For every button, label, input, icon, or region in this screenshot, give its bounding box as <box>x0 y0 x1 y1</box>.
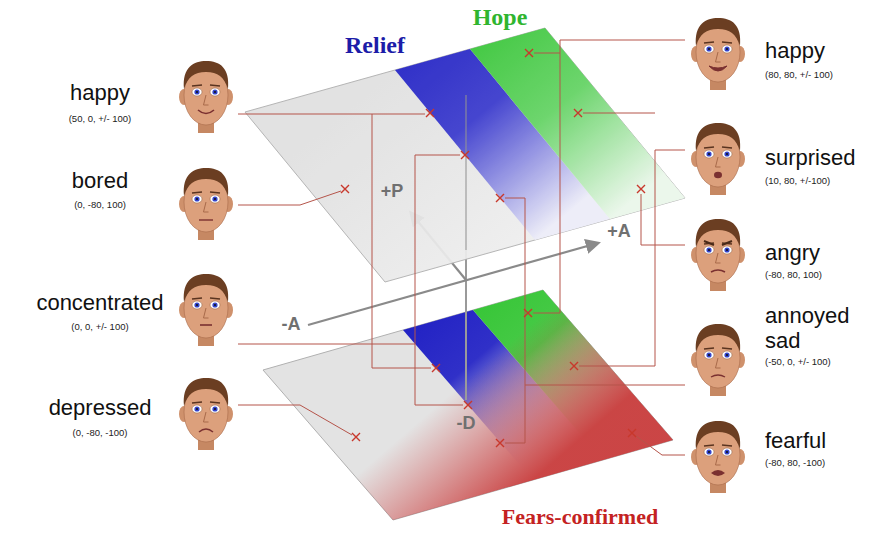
face-head <box>691 219 745 291</box>
fears-confirmed-region <box>263 290 673 520</box>
point-marker <box>637 185 645 193</box>
face-mouth <box>199 429 213 432</box>
leader-line <box>238 191 341 205</box>
point-markers <box>341 49 645 447</box>
face-illustration <box>179 61 233 133</box>
leader-line <box>641 194 685 245</box>
face-head <box>179 274 233 346</box>
point-marker <box>570 362 578 370</box>
upper-plane <box>245 28 685 282</box>
face-mouth <box>711 470 725 476</box>
axis-label: -A <box>275 314 307 335</box>
point-marker <box>432 364 440 372</box>
emotion-label: fearful <box>765 428 865 453</box>
region-label: Fears-confirmed <box>470 504 690 529</box>
point-marker <box>525 49 533 57</box>
dominance-axis <box>465 95 467 400</box>
emotion-label: happy <box>765 38 865 63</box>
face-illustration <box>691 123 745 195</box>
face-head <box>691 18 745 90</box>
region-label: Relief <box>325 32 425 60</box>
face-mouth <box>711 375 725 377</box>
leader-line <box>372 114 425 115</box>
point-marker <box>352 433 360 441</box>
face-illustration <box>691 219 745 291</box>
hope-band <box>470 28 685 219</box>
leader-line <box>415 344 463 405</box>
face-mouth <box>198 110 214 114</box>
face-head <box>691 421 745 493</box>
face-head <box>691 324 745 396</box>
pad-coordinates: (-80, 80, -100) <box>765 458 865 469</box>
plane-surface <box>263 290 673 520</box>
face-brows <box>704 241 732 245</box>
face-mouth <box>714 172 722 178</box>
plane-surface <box>245 28 685 282</box>
leader-line <box>238 114 431 368</box>
leader-line <box>505 385 525 443</box>
face-mouth <box>711 270 725 272</box>
point-marker <box>426 109 434 117</box>
face-head <box>179 168 233 240</box>
region-label: Hope <box>450 4 550 32</box>
face-illustration <box>179 378 233 450</box>
emotion-label: angry <box>765 240 865 265</box>
point-marker <box>496 194 504 202</box>
face-mouth <box>709 66 727 71</box>
emotion-label: happy <box>25 80 175 105</box>
face-illustration <box>691 18 745 90</box>
axis-label: +P <box>376 181 408 202</box>
pad-coordinates: (80, 80, +/- 100) <box>765 70 865 81</box>
point-marker <box>628 429 636 437</box>
point-marker <box>461 151 469 159</box>
leader-line <box>238 405 352 435</box>
axis-label: +A <box>603 221 635 242</box>
pad-coordinates: (-80, 80, 100) <box>765 270 865 281</box>
face-illustration <box>179 168 233 240</box>
face-head <box>179 378 233 450</box>
leader-line <box>505 198 685 385</box>
dominance-axis <box>465 95 467 250</box>
point-marker <box>524 309 532 317</box>
point-marker <box>574 109 582 117</box>
pad-coordinates: (50, 0, +/- 100) <box>25 114 175 125</box>
face-mouth <box>199 219 213 220</box>
pad-coordinates: (0, -80, -100) <box>25 428 175 439</box>
emotion-label: annoyed sad <box>765 303 865 354</box>
emotion-label: surprised <box>765 145 865 170</box>
pad-coordinates: (-50, 0, +/- 100) <box>765 357 865 368</box>
lower-plane <box>263 290 673 520</box>
face-mouth <box>200 324 212 326</box>
face-head <box>179 61 233 133</box>
axis-label: -D <box>450 413 482 434</box>
leader-line <box>583 113 655 114</box>
leader-line <box>636 436 685 455</box>
point-marker <box>341 185 349 193</box>
leader-line <box>534 53 560 54</box>
face-illustration <box>691 421 745 493</box>
leader-line <box>533 40 685 313</box>
pad-coordinates: (0, -80, 100) <box>25 200 175 211</box>
emotion-label: bored <box>25 168 175 193</box>
leader-line <box>238 155 460 344</box>
face-head <box>691 123 745 195</box>
point-marker <box>496 439 504 447</box>
leader-lines <box>238 40 685 455</box>
emotion-label: depressed <box>25 395 175 420</box>
emotion-label: concentrated <box>25 290 175 315</box>
pad-coordinates: (10, 80, +/-100) <box>765 176 865 187</box>
face-illustration <box>179 274 233 346</box>
pad-coordinates: (0, 0, +/- 100) <box>25 322 175 333</box>
point-marker <box>464 401 472 409</box>
face-illustration <box>691 324 745 396</box>
leader-line <box>579 150 685 366</box>
